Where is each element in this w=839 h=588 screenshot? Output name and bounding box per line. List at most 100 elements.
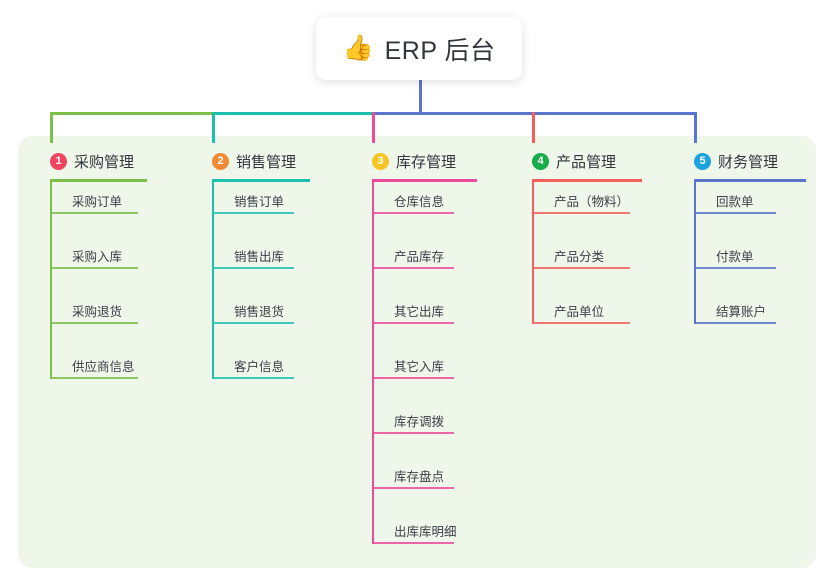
leaf-node-label: 销售订单	[234, 195, 285, 209]
leaf-node-rule	[372, 212, 454, 214]
leaf-node[interactable]: 销售退货	[212, 298, 294, 324]
leaf-node-label: 采购订单	[72, 195, 123, 209]
leaf-node-label: 产品（物料）	[554, 195, 630, 209]
leaf-node-rule	[372, 322, 454, 324]
branch-header-label: 销售管理	[236, 154, 297, 171]
leaf-node[interactable]: 产品分类	[532, 243, 630, 269]
leaf-node-label: 产品单位	[554, 305, 605, 319]
branch-header-1[interactable]: 1 采购管理	[50, 151, 134, 172]
leaf-node-rule	[532, 267, 630, 269]
leaf-node[interactable]: 销售出库	[212, 243, 294, 269]
leaf-node-rule	[50, 267, 138, 269]
leaf-node[interactable]: 结算账户	[694, 298, 776, 324]
leaf-node[interactable]: 仓库信息	[372, 188, 454, 214]
leaf-node-label: 采购退货	[72, 305, 123, 319]
bus-segment-3	[372, 112, 535, 115]
leaf-node[interactable]: 其它入库	[372, 353, 454, 379]
branch-header-3[interactable]: 3 库存管理	[372, 151, 456, 172]
branch-spine	[372, 179, 374, 544]
leaf-node-label: 客户信息	[234, 360, 285, 374]
branch-header-label: 采购管理	[74, 154, 135, 171]
leaf-node[interactable]: 采购入库	[50, 243, 138, 269]
branch-header-label: 库存管理	[396, 154, 457, 171]
branch-drop-2	[212, 112, 215, 143]
leaf-node-label: 结算账户	[716, 305, 767, 319]
leaf-node-label: 仓库信息	[394, 195, 445, 209]
leaf-node-label: 销售出库	[234, 250, 285, 264]
branch-header-2[interactable]: 2 销售管理	[212, 151, 296, 172]
branch-spine	[50, 179, 52, 379]
leaf-node-rule	[50, 212, 138, 214]
leaf-node[interactable]: 供应商信息	[50, 353, 138, 379]
leaf-node-label: 回款单	[716, 195, 754, 209]
leaf-node-label: 其它出库	[394, 305, 445, 319]
leaf-node-rule	[212, 377, 294, 379]
leaf-node-rule	[372, 377, 454, 379]
branch-header-rule	[212, 179, 310, 182]
leaf-node-rule	[212, 267, 294, 269]
branch-header-rule	[50, 179, 147, 182]
leaf-node-rule	[532, 322, 630, 324]
root-node-label: ERP 后台	[384, 36, 496, 65]
branches-panel	[18, 136, 816, 568]
leaf-node[interactable]: 采购订单	[50, 188, 138, 214]
leaf-node-label: 供应商信息	[72, 360, 135, 374]
bus-segment-4	[532, 112, 697, 115]
leaf-node-rule	[372, 267, 454, 269]
leaf-node[interactable]: 库存盘点	[372, 463, 454, 489]
leaf-node[interactable]: 付款单	[694, 243, 776, 269]
leaf-node[interactable]: 库存调拨	[372, 408, 454, 434]
branch-number-badge: 4	[532, 153, 549, 170]
leaf-node-rule	[212, 322, 294, 324]
branch-header-rule	[372, 179, 477, 182]
leaf-node-rule	[694, 267, 776, 269]
branch-number-badge: 3	[372, 153, 389, 170]
branch-number-badge: 1	[50, 153, 67, 170]
root-drop-line	[419, 80, 422, 115]
branch-number-badge: 2	[212, 153, 229, 170]
thumbs-up-icon: 👍	[342, 34, 374, 62]
leaf-node[interactable]: 客户信息	[212, 353, 294, 379]
leaf-node-rule	[694, 212, 776, 214]
leaf-node-label: 库存盘点	[394, 470, 445, 484]
leaf-node-label: 产品库存	[394, 250, 445, 264]
branch-header-rule	[694, 179, 806, 182]
leaf-node[interactable]: 产品库存	[372, 243, 454, 269]
branch-header-4[interactable]: 4 产品管理	[532, 151, 616, 172]
leaf-node[interactable]: 产品（物料）	[532, 188, 630, 214]
branch-spine	[532, 179, 534, 324]
branch-header-5[interactable]: 5 财务管理	[694, 151, 778, 172]
leaf-node-rule	[372, 542, 454, 544]
leaf-node-label: 出库库明细	[394, 525, 457, 539]
leaf-node-rule	[50, 322, 138, 324]
leaf-node-rule	[532, 212, 630, 214]
leaf-node[interactable]: 采购退货	[50, 298, 138, 324]
leaf-node-label: 产品分类	[554, 250, 605, 264]
leaf-node-rule	[212, 212, 294, 214]
leaf-node-rule	[694, 322, 776, 324]
branch-header-rule	[532, 179, 642, 182]
bus-segment-2	[212, 112, 375, 115]
leaf-node[interactable]: 产品单位	[532, 298, 630, 324]
leaf-node-label: 其它入库	[394, 360, 445, 374]
leaf-node-rule	[50, 377, 138, 379]
leaf-node[interactable]: 销售订单	[212, 188, 294, 214]
leaf-node[interactable]: 其它出库	[372, 298, 454, 324]
branch-number-badge: 5	[694, 153, 711, 170]
leaf-node[interactable]: 出库库明细	[372, 518, 457, 544]
branch-spine	[212, 179, 214, 379]
root-node-inner: 👍 ERP 后台	[342, 31, 495, 67]
leaf-node-label: 付款单	[716, 250, 754, 264]
bus-segment-1	[50, 112, 215, 115]
root-node[interactable]: 👍 ERP 后台	[316, 17, 522, 80]
leaf-node-label: 库存调拨	[394, 415, 445, 429]
branch-drop-5	[694, 112, 697, 143]
branch-drop-3	[372, 112, 375, 143]
branch-header-label: 财务管理	[718, 154, 779, 171]
leaf-node-rule	[372, 487, 454, 489]
leaf-node-label: 销售退货	[234, 305, 285, 319]
branch-drop-4	[532, 112, 535, 143]
branch-header-label: 产品管理	[556, 154, 617, 171]
leaf-node[interactable]: 回款单	[694, 188, 776, 214]
